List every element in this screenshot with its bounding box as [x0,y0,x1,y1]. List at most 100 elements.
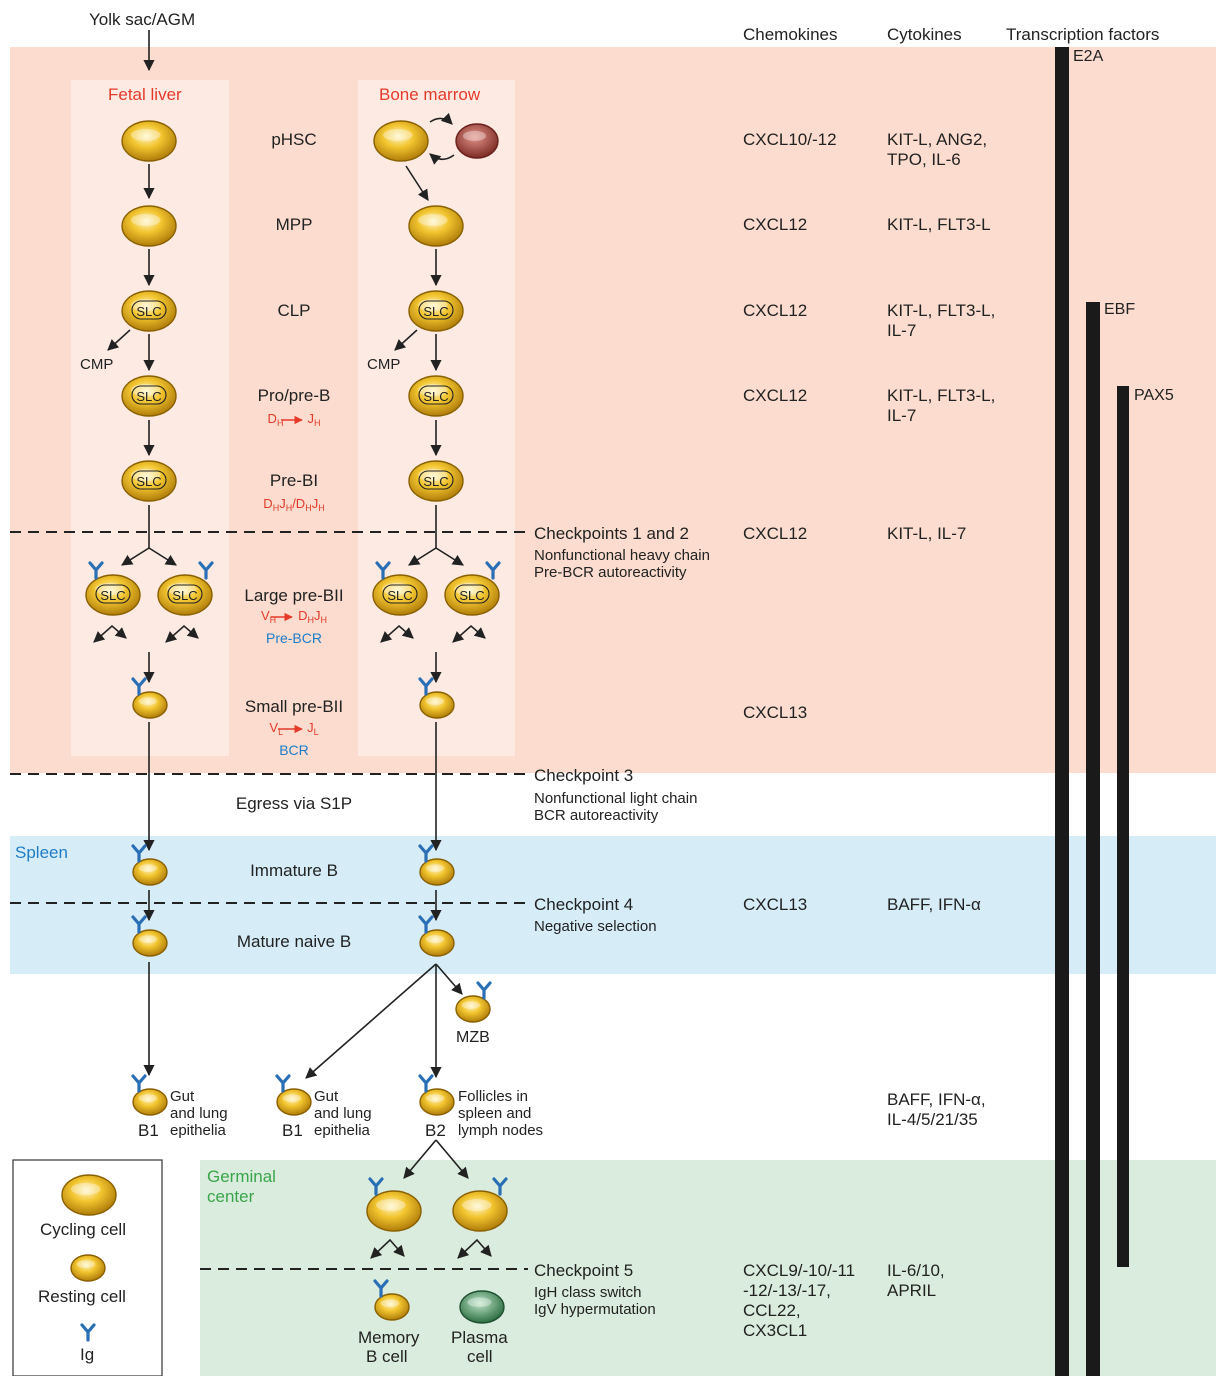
fetal-mpp-cell [121,205,177,247]
cmp-label-marrow: CMP [367,356,401,373]
b1-label-left: B1 [138,1121,159,1140]
marrow-clp-cell: SLC [408,290,464,332]
chemokine-checkpoint-4: CXCL13 [743,895,808,914]
checkpoint-1-2-line2: Pre-BCR autoreactivity [534,564,687,581]
chemokine-gc-2: -12/-13/-17, [743,1281,831,1300]
bcr-icon [418,844,434,863]
stromal-cell [455,123,499,159]
b1-cell-mid [276,1088,312,1116]
marrow-mpp-cell [408,205,464,247]
cytokine-checkpoint-1-2: KIT-L, IL-7 [887,524,967,543]
bcr-icon [418,677,434,696]
stage-egress: Egress via S1P [235,794,353,813]
cytokine-clp-2: IL-7 [887,321,917,340]
slc-label: SLC [459,588,484,603]
header-transcription-factors: Transcription factors [1006,25,1160,44]
fetal-large-pre-bii-cell-a: SLC [85,574,141,616]
memory-b-label-2: B cell [366,1347,408,1366]
chemokine-gc-3: CCL22, [743,1301,801,1320]
checkpoint-5-title: Checkpoint 5 [534,1261,634,1280]
marrow-phsc-cell [373,120,429,162]
site-fetal-liver: Fetal liver [108,85,182,104]
checkpoint-3-line1: Nonfunctional light chain [534,790,698,807]
checkpoint-3-title: Checkpoint 3 [534,766,634,785]
fetal-clp-cell: SLC [121,290,177,332]
legend-cycling-label: Cycling cell [40,1220,126,1239]
stage-immature-b: Immature B [250,861,338,880]
bcr-icon [418,1074,434,1093]
chemokine-mpp: CXCL12 [743,215,808,234]
gc-cycling-cell-b [452,1190,508,1232]
chemokine-gc-4: CX3CL1 [743,1321,808,1340]
slc-label: SLC [172,588,197,603]
memory-b-cell [374,1293,410,1321]
site-spleen: Spleen [15,843,68,862]
stage-small-pre-bii: Small pre-BII [244,697,344,716]
bcr-label: BCR [279,742,309,758]
bcr-icon [131,844,147,863]
slc-label: SLC [387,588,412,603]
b1-cell-left [132,1088,168,1116]
site-germinal-center-1: Germinal [207,1167,276,1186]
mzb-label: MZB [456,1029,490,1046]
plasma-cell-label-1: Plasma [451,1328,508,1347]
bcr-icon [373,1279,389,1298]
marrow-immature-b-cell [419,858,455,886]
cytokine-mpp: KIT-L, FLT3-L [887,215,991,234]
checkpoint-3-line2: BCR autoreactivity [534,807,659,824]
plasma-cell [459,1290,505,1324]
pre-bcr-label: Pre-BCR [265,630,322,646]
site-germinal-center-2: center [207,1187,255,1206]
cytokine-destinations-1: BAFF, IFN-α, [887,1090,986,1109]
pre-bcr-icon [485,561,501,580]
cmp-label-fetal: CMP [80,356,114,373]
cytokine-pro-pre-b-1: KIT-L, FLT3-L, [887,386,996,405]
fetal-phsc-cell [121,120,177,162]
gc-cycling-cell-a [366,1190,422,1232]
chemokine-checkpoint-1-2: CXCL12 [743,524,808,543]
marrow-large-pre-bii-cell-b: SLC [444,574,500,616]
cytokine-gc-2: APRIL [887,1281,937,1300]
dest-gut-b1-mid-2: and lung [314,1105,372,1122]
bcr-icon [275,1074,291,1093]
bcr-icon [368,1177,384,1196]
cytokine-clp-1: KIT-L, FLT3-L, [887,301,996,320]
bcr-icon [476,981,492,1000]
legend-cycling-cell-icon [61,1174,117,1216]
source-label: Yolk sac/AGM [89,10,196,29]
b1-label-mid: B1 [282,1121,303,1140]
slc-label: SLC [423,389,448,404]
checkpoint-5-line1: IgH class switch [534,1284,642,1301]
slc-label: SLC [136,474,161,489]
marrow-pro-pre-b-cell: SLC [408,375,464,417]
legend-ig-label: Ig [80,1345,95,1364]
slc-label: SLC [100,588,125,603]
fetal-mature-b-cell [132,929,168,957]
stage-mature-naive-b: Mature naive B [236,932,352,951]
marrow-mature-b-cell [419,929,455,957]
bone-marrow-panel [358,80,515,756]
cytokine-pro-pre-b-2: IL-7 [887,406,917,425]
dest-follicles-3: lymph nodes [458,1122,544,1139]
dest-follicles-2: spleen and [458,1105,532,1122]
dest-gut-b1-left-3: epithelia [170,1122,226,1139]
site-bone-marrow: Bone marrow [379,85,481,104]
pax5-bar [1117,386,1129,1267]
tf-pax5-label: PAX5 [1134,387,1174,404]
slc-label: SLC [136,304,161,319]
stage-phsc: pHSC [271,130,317,149]
slc-label: SLC [423,474,448,489]
header-cytokines: Cytokines [887,25,962,44]
cytokine-phsc-1: KIT-L, ANG2, [887,130,988,149]
tf-e2a-label: E2A [1073,48,1104,65]
chemokine-phsc: CXCL10/-12 [743,130,837,149]
slc-label: SLC [423,304,448,319]
dest-follicles-1: Follicles in [458,1088,529,1105]
pre-bcr-icon [198,561,214,580]
dest-gut-b1-left-2: and lung [170,1105,228,1122]
b2-label: B2 [425,1121,446,1140]
